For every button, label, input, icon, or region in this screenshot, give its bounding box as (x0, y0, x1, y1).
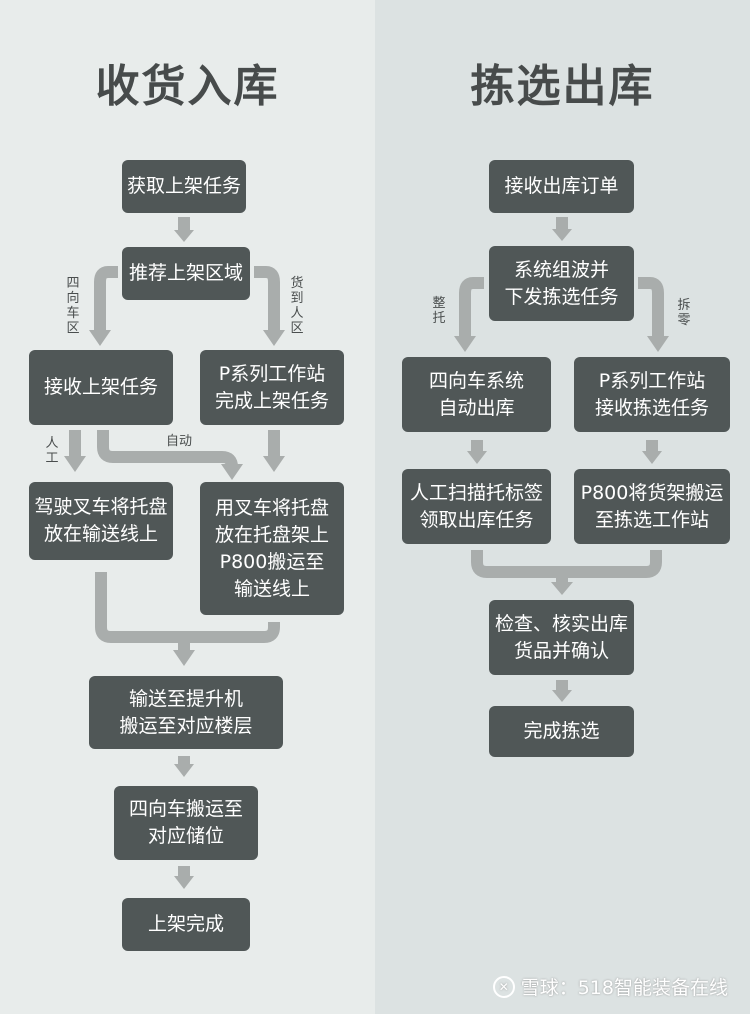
label-full-pallet: 整托 (432, 296, 446, 326)
label-auto: 自动 (166, 434, 193, 449)
arrow-split (638, 277, 664, 338)
box-wave-dispatch: 系统组波并 下发拣选任务 (489, 246, 634, 321)
label-split: 拆零 (677, 298, 691, 328)
box-p-station-complete: P系列工作站 完成上架任务 (200, 350, 344, 425)
watermark-text: 雪球：518智能装备在线 (520, 977, 728, 999)
box-scan-label: 人工扫描托标签 领取出库任务 (402, 469, 551, 544)
box-four-way-outbound: 四向车系统 自动出库 (402, 357, 551, 432)
box-p800-rack: P800将货架搬运 至拣选工作站 (574, 469, 730, 544)
box-forklift-conveyor: 驾驶叉车将托盘 放在输送线上 (29, 482, 173, 560)
right-title: 拣选出库 (470, 61, 655, 112)
box-get-putaway-task: 获取上架任务 (122, 160, 246, 213)
box-check-confirm: 检查、核实出库 货品并确认 (489, 600, 634, 675)
box-four-way-storage: 四向车搬运至 对应储位 (114, 786, 258, 860)
label-four-way: 四向车区 (66, 276, 80, 336)
box-putaway-done: 上架完成 (122, 898, 250, 951)
box-forklift-rack-p800: 用叉车将托盘 放在托盘架上 P800搬运至 输送线上 (200, 482, 344, 615)
box-recommend-area: 推荐上架区域 (122, 247, 250, 300)
watermark: ✕ 雪球：518智能装备在线 (492, 973, 728, 1000)
arrow-auto (97, 430, 238, 473)
left-title: 收货入库 (95, 61, 280, 112)
box-receive-order: 接收出库订单 (489, 160, 634, 213)
box-lift-floor: 输送至提升机 搬运至对应楼层 (89, 676, 283, 749)
label-goods-to-person: 货到人区 (290, 276, 304, 336)
box-p-station-pick: P系列工作站 接收拣选任务 (574, 357, 730, 432)
merge-right (471, 550, 662, 578)
xueqiu-logo-icon: ✕ (492, 975, 515, 998)
arrow-goods-to-person (254, 266, 280, 332)
arrow-four-way (94, 266, 118, 332)
box-receive-putaway: 接收上架任务 (29, 350, 173, 425)
box-pick-done: 完成拣选 (489, 706, 634, 757)
arrow-full-pallet (459, 277, 484, 338)
label-manual: 人工 (45, 436, 59, 466)
